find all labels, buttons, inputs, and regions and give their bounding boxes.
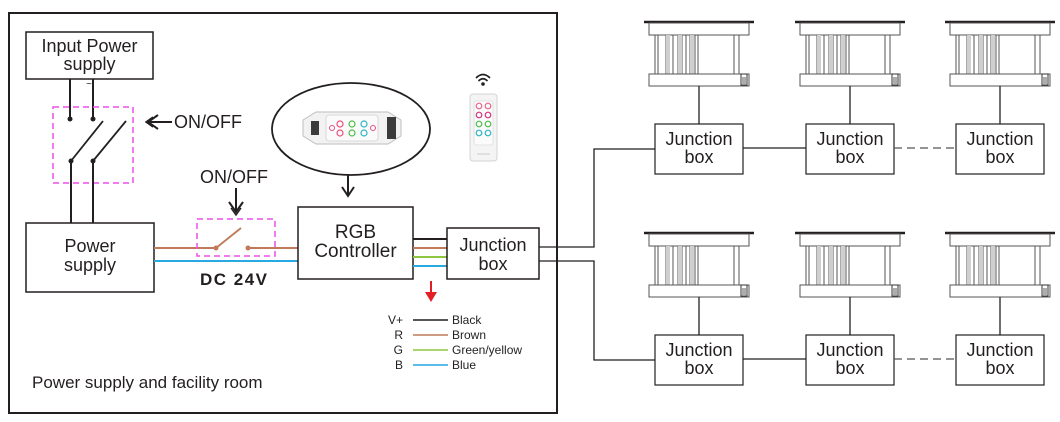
controller-label-line1: RGB (335, 222, 376, 243)
main-switch-label: ON/OFF (174, 112, 242, 132)
feed-line-row-1 (539, 148, 655, 248)
wire-color-legend: V+ Black R Brown G Green/yellow B Blue (388, 313, 522, 372)
legend-pointer-arrow-icon (425, 281, 437, 302)
controller-image-callout (271, 82, 431, 176)
inground-light-1-1-icon (644, 20, 754, 87)
junction-box-label-line2: box (835, 358, 864, 378)
inground-light-2-2-icon (795, 231, 905, 298)
junction-box-label-line2: box (684, 358, 713, 378)
junction-box-label-line2: box (684, 147, 713, 167)
legend-item-b: B Blue (395, 358, 476, 372)
power-supply-label-line1: Power (64, 236, 115, 256)
dc-voltage-label: DC 24V (200, 270, 269, 289)
junction-box-label-line1: Junction (816, 129, 883, 149)
svg-text:V+: V+ (388, 313, 403, 327)
svg-text:B: B (395, 358, 403, 372)
dc-switch[interactable] (196, 218, 276, 257)
wifi-signal-icon (475, 73, 491, 86)
facility-room-label: Power supply and facility room (32, 373, 263, 392)
svg-text:Black: Black (452, 313, 482, 327)
dc-switch-label: ON/OFF (200, 167, 268, 187)
legend-item-r: R Brown (394, 328, 486, 342)
inground-light-1-3-icon (945, 20, 1055, 87)
input-power-supply-box: Input Power supply ~ (25, 31, 154, 90)
svg-text:Green/yellow: Green/yellow (452, 343, 522, 357)
legend-item-vplus: V+ Black (388, 313, 482, 327)
junction-box-label-line1: Junction (816, 340, 883, 360)
svg-text:R: R (394, 328, 403, 342)
led-controller-device-icon (302, 111, 402, 145)
controller-arrow-icon (341, 175, 355, 198)
inground-light-2-1-icon (644, 231, 754, 298)
dc-switch-arrow-icon (228, 188, 244, 217)
input-power-label-line1: Input Power (41, 36, 137, 56)
junction-box-label-line1: Junction (966, 129, 1033, 149)
svg-text:Brown: Brown (452, 328, 486, 342)
junction-box-label-line1: Junction (665, 129, 732, 149)
facility-room-frame (8, 12, 558, 414)
feed-line-row-2 (539, 260, 655, 361)
junction-box-label-line2: box (985, 358, 1014, 378)
svg-text:G: G (394, 343, 403, 357)
main-junction-label-line2: box (478, 254, 507, 274)
ac-symbol: ~ (86, 79, 92, 90)
main-switch-arrow-icon (144, 114, 172, 130)
inground-light-1-2-icon (795, 20, 905, 87)
inground-light-2-3-icon (945, 231, 1055, 298)
svg-text:Blue: Blue (452, 358, 476, 372)
junction-box-label-line2: box (835, 147, 864, 167)
main-junction-box: Junction box (446, 227, 540, 280)
power-supply-box: Power supply (25, 222, 155, 293)
controller-label-line2: Controller (314, 241, 397, 262)
junction-box-label-line2: box (985, 147, 1014, 167)
light-rows: JunctionboxJunctionboxJunctionboxJunctio… (644, 20, 1055, 386)
junction-box-label-line1: Junction (665, 340, 732, 360)
rf-remote-control-icon (469, 93, 498, 162)
input-power-label-line2: supply (63, 54, 115, 74)
rgb-controller-box: RGB Controller (297, 206, 414, 280)
main-junction-label-line1: Junction (459, 235, 526, 255)
legend-item-g: G Green/yellow (394, 343, 523, 357)
junction-box-label-line1: Junction (966, 340, 1033, 360)
power-supply-label-line2: supply (64, 255, 116, 275)
